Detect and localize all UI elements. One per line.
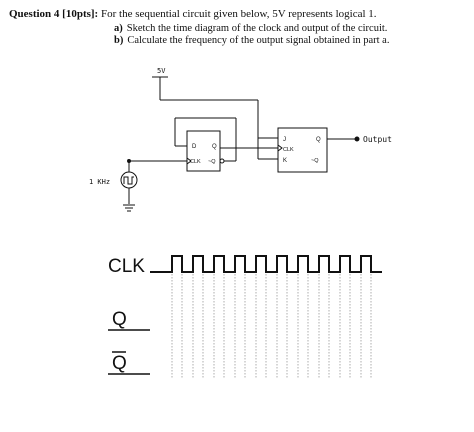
clock-waveform [150, 255, 382, 273]
clock-source-circle [120, 171, 138, 189]
flipflop-1 [186, 130, 221, 172]
nq-signal-label: Q [112, 353, 127, 374]
ff1-inversion-bubble [219, 158, 225, 164]
q-signal-label: Q [112, 309, 127, 330]
ff1-nq-label: ~Q [208, 159, 216, 165]
ff1-q-label: Q [212, 144, 217, 150]
part-b-label: b) [114, 35, 124, 46]
part-b-text: Calculate the frequency of the output si… [127, 35, 390, 46]
question-header: Question 4 [10pts]: For the sequential c… [9, 8, 469, 21]
question-part-a: a)Sketch the time diagram of the clock a… [114, 23, 387, 35]
question-part-b: b)Calculate the frequency of the output … [114, 35, 389, 47]
output-node [354, 136, 360, 142]
clk-signal-label: CLK [108, 256, 145, 277]
supply-label: 5V [157, 67, 166, 75]
source-label: 1 KHz [89, 178, 110, 186]
ff2-j-label: J [283, 137, 286, 143]
ff1-clk-label: CLK [190, 159, 201, 165]
ff2-q-label: Q [316, 137, 321, 143]
part-a-text: Sketch the time diagram of the clock and… [126, 23, 388, 34]
square-wave-icon [123, 176, 134, 185]
ff2-clk-label: CLK [283, 147, 294, 153]
part-a-label: a) [114, 23, 123, 34]
ff1-d-label: D [192, 144, 197, 150]
output-label: Output [363, 135, 392, 144]
ff2-nq-label: ~Q [311, 158, 319, 164]
timing-diagram: CLK Q Q [108, 255, 382, 378]
ff1-clock-triangle [186, 157, 192, 165]
circuit-diagram: 5V D Q CLK ~Q J Q CLK K ~Q [89, 67, 392, 212]
ff2-k-label: K [283, 158, 287, 164]
timing-guides [171, 274, 372, 378]
question-intro: For the sequential circuit given below, … [100, 8, 377, 20]
flipflop-2 [277, 127, 328, 173]
junction-dot [127, 159, 131, 163]
question-title: Question 4 [10pts]: [9, 8, 99, 20]
ff2-clock-triangle [277, 144, 283, 152]
